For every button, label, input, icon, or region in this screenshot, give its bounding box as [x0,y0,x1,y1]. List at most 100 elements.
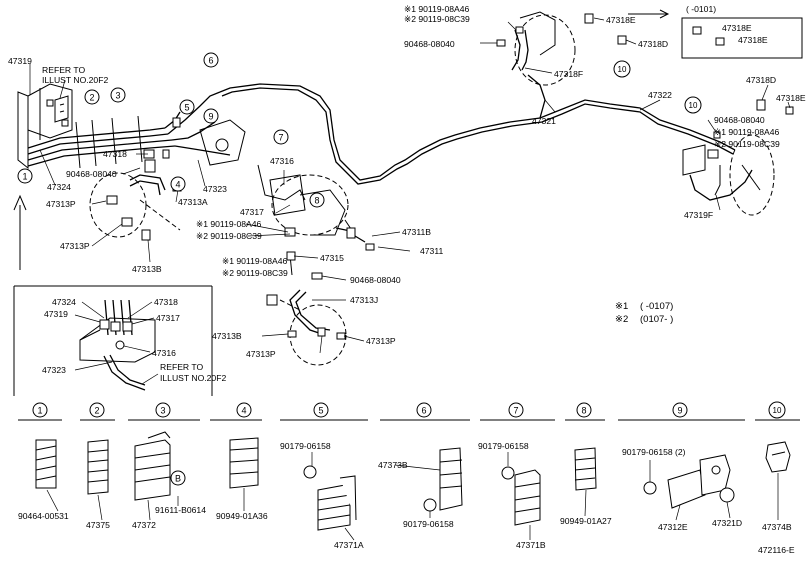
callout-circle-B: B [170,470,186,486]
label-47318D-a: 47318D [638,39,668,49]
callout-circle-number: 4 [175,180,180,190]
label-note2-b: ※2 90119-08C39 [222,268,288,278]
callout-circle-10: 10 [613,60,631,78]
callout-circle-shape [672,402,688,418]
part-90949-01A27: 90949-01A27 [560,516,612,526]
label-47313P-c: 47313P [246,349,276,359]
callout-circle-number: 4 [241,406,246,416]
label-47319: 47319 [8,56,32,66]
callout-circle-1: 1 [17,168,33,184]
callout-circle-number: 2 [94,406,99,416]
rear-brake-pipe [219,74,736,185]
callout-circle-shape [768,401,786,419]
label-47313P-b: 47313P [60,241,90,251]
callout-circle-number: 10 [773,406,782,415]
callout-circle-number: 6 [208,56,213,66]
callout-labels: 47319 REFER TO ILLUST NO.20F2 47324 4731… [8,4,806,555]
clamp-5 [172,117,181,128]
label-47319F: 47319F [684,210,713,220]
callout-circle-shape [313,402,329,418]
callout-circle-8: 8 [309,192,325,208]
callout-circle-5: 5 [313,402,329,418]
callout-circle-number: 5 [318,406,323,416]
callout-circle-number: 1 [37,406,42,416]
callout-circle-9: 9 [203,108,219,124]
part-47372: 47372 [132,520,156,530]
part-90179-06158-2: 90179-06158 (2) [622,447,686,457]
label-47313J: 47313J [350,295,378,305]
callout-circle-number: 10 [618,65,627,74]
callout-circle-shape [17,168,33,184]
callout-circle-6: 6 [416,402,432,418]
callout-circle-2: 2 [84,89,100,105]
label-90468-c: 90468-08040 [404,39,455,49]
bottom-parts-row [18,419,800,531]
label-47311B: 47311B [402,227,431,237]
refer-note-line1: REFER TO [42,65,85,75]
inset-label-47323: 47323 [42,365,66,375]
label-box-47318E-2: 47318E [738,35,768,45]
part-47371A: 47371A [334,540,364,550]
callout-circle-1: 1 [32,402,48,418]
legend-mark-1: ※1 [615,301,628,312]
callout-circle-shape [84,89,100,105]
callout-circle-shape [508,402,524,418]
diagram-id: 472116-E [758,545,795,555]
callout-circle-number: 1 [22,172,27,182]
label-47313B-a: 47313B [132,264,162,274]
inset-label-47319: 47319 [44,309,68,319]
label-47317: 47317 [240,207,264,217]
callout-circle-10: 10 [768,401,786,419]
legend-mark-2: ※2 [615,314,628,325]
label-note1-b: ※1 90119-08A46 [222,256,288,266]
label-47313B-b: 47313B [212,331,242,341]
part-90949-01A36: 90949-01A36 [216,511,268,521]
callout-circle-9: 9 [672,402,688,418]
callout-circle-shape [110,87,126,103]
label-note1-d: ※1 90119-08A46 [714,127,780,137]
callout-circle-7: 7 [508,402,524,418]
label-47315: 47315 [320,253,344,263]
callout-circle-6: 6 [203,52,219,68]
front-right-hose [266,251,347,366]
callout-circle-number: B [175,474,181,484]
inset-label-47318: 47318 [154,297,178,307]
callout-circle-shape [203,108,219,124]
callout-circle-2: 2 [89,402,105,418]
part-47312E: 47312E [658,522,688,532]
label-90468-b: 90468-08040 [350,275,401,285]
label-note2-c: ※2 90119-08C39 [404,14,470,24]
label-47321: 47321 [532,116,556,126]
callout-circle-number: 2 [89,93,94,103]
part-47375: 47375 [86,520,110,530]
label-47313P-a: 47313P [46,199,76,209]
callout-circle-shape [309,192,325,208]
clamp-4-part [162,149,170,159]
callout-circle-number: 9 [208,112,213,122]
callout-circle-shape [89,402,105,418]
callout-circle-number: 3 [115,91,120,101]
callout-circle-number: 5 [184,103,189,113]
callout-circle-5: 5 [179,99,195,115]
callout-circle-number: 8 [581,406,586,416]
callout-circle-shape [170,470,186,486]
part-47321D: 47321D [712,518,742,528]
label-47316: 47316 [270,156,294,166]
part-90179-06158-a: 90179-06158 [280,441,331,451]
label-47324: 47324 [47,182,71,192]
callout-circle-shape [179,99,195,115]
label-47311: 47311 [420,246,443,256]
label-90468-d: 90468-08040 [714,115,765,125]
callout-circle-number: 8 [314,196,319,206]
legend-range-1: ( -0107) [640,301,673,312]
refer-note-line2: ILLUST NO.20F2 [42,75,108,85]
callout-circle-3: 3 [110,87,126,103]
callout-circle-number: 6 [421,406,426,416]
callout-circle-shape [416,402,432,418]
label-47322: 47322 [648,90,672,100]
part-47371B: 47371B [516,540,546,550]
callout-circle-number: 10 [689,101,698,110]
callout-circle-8: 8 [576,402,592,418]
label-47318D-b: 47318D [746,75,776,85]
